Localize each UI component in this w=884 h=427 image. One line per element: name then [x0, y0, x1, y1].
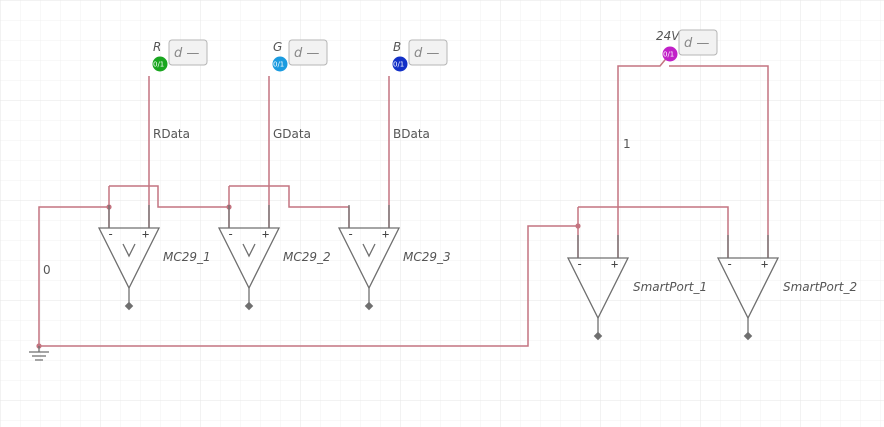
input-state-badge-r[interactable] — [152, 56, 168, 72]
pin-plus: + — [382, 227, 389, 241]
pin-plus: + — [611, 257, 618, 271]
component-smartport-1[interactable]: - + SmartPort_1 — [566, 235, 707, 341]
pin-plus: + — [761, 257, 768, 271]
pin-minus: - — [576, 257, 583, 271]
input-badge-text-24v: 0/1 — [663, 51, 674, 59]
input-label-b: B — [393, 40, 401, 54]
component-label: SmartPort_1 — [633, 280, 707, 294]
input-state-badge-g[interactable] — [272, 56, 288, 72]
input-g[interactable]: G d — 0/1 — [272, 39, 328, 72]
net-label-rdata: RData — [153, 127, 190, 141]
input-control-text-r: d — — [174, 46, 199, 61]
input-b[interactable]: B d — 0/1 — [392, 39, 448, 72]
input-control-g[interactable]: d — — [288, 39, 328, 66]
component-mc29-2[interactable]: - + MC29_2 — [217, 205, 331, 311]
input-state-badge-b[interactable] — [392, 56, 408, 72]
input-24v[interactable]: 24V d — 0/1 — [656, 29, 718, 62]
pin-plus: + — [262, 227, 269, 241]
component-label: MC29_2 — [283, 250, 331, 264]
net-label-bdata: BData — [393, 127, 430, 141]
component-mc29-3[interactable]: - + MC29_3 — [337, 205, 451, 311]
net-label-one: 1 — [623, 137, 631, 151]
input-control-text-g: d — — [294, 46, 319, 61]
input-control-24v[interactable]: d — — [678, 29, 718, 56]
input-badge-text-r: 0/1 — [153, 61, 164, 69]
input-control-r[interactable]: d — — [168, 39, 208, 66]
input-badge-text-g: 0/1 — [273, 61, 284, 69]
component-smartport-2[interactable]: - + SmartPort_2 — [716, 235, 857, 341]
pin-minus: - — [107, 227, 114, 241]
pin-plus: + — [142, 227, 149, 241]
input-label-24v: 24V — [656, 29, 680, 43]
net-label-gdata: GData — [273, 127, 311, 141]
input-control-text-24v: d — — [684, 36, 709, 51]
net-label-zero: 0 — [43, 263, 51, 277]
input-label-g: G — [273, 40, 282, 54]
pin-minus: - — [726, 257, 733, 271]
input-label-r: R — [153, 40, 161, 54]
component-label: MC29_1 — [163, 250, 211, 264]
input-badge-text-b: 0/1 — [393, 61, 404, 69]
component-mc29-1[interactable]: - + MC29_1 — [97, 205, 211, 311]
input-control-b[interactable]: d — — [408, 39, 448, 66]
ground-icon[interactable] — [29, 346, 49, 361]
pin-minus: - — [227, 227, 234, 241]
pin-minus: - — [347, 227, 354, 241]
component-label: MC29_3 — [403, 250, 451, 264]
component-label: SmartPort_2 — [783, 280, 857, 294]
input-control-text-b: d — — [414, 46, 439, 61]
input-state-badge-24v[interactable] — [662, 46, 678, 62]
input-r[interactable]: R d — 0/1 — [152, 39, 208, 72]
